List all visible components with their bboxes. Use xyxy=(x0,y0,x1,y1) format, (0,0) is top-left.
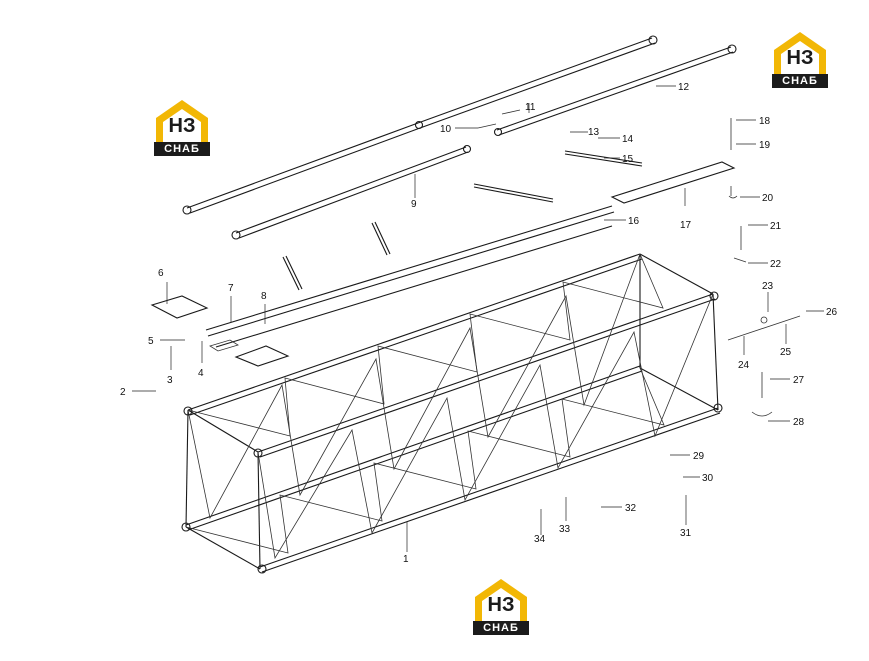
callout-23: 23 xyxy=(762,281,774,292)
callout-27: 27 xyxy=(793,375,805,386)
tie-rod-9 xyxy=(182,35,658,215)
logo-sub-text: СНАБ xyxy=(473,621,529,635)
callout-7: 7 xyxy=(228,283,234,294)
callout-8: 8 xyxy=(261,291,267,302)
callout-16: 16 xyxy=(628,216,640,227)
callout-3: 3 xyxy=(167,375,173,386)
callout-21: 21 xyxy=(770,221,782,232)
callout-20: 20 xyxy=(762,193,774,204)
callout-15: 15 xyxy=(622,154,634,165)
callout-18: 18 xyxy=(759,116,771,127)
callout-19: 19 xyxy=(759,140,771,151)
callout-33: 33 xyxy=(559,524,571,535)
house-logo-icon xyxy=(774,32,826,74)
callout-2: 2 xyxy=(120,387,126,398)
callout-17: 17 xyxy=(680,220,692,231)
callout-29: 29 xyxy=(693,451,705,462)
callout-34: 34 xyxy=(534,534,546,545)
brand-logo-top-left: НЗ СНАБ xyxy=(150,98,214,158)
callout-30: 30 xyxy=(702,473,714,484)
platform-17 xyxy=(610,161,736,204)
walkway-rail-16 xyxy=(205,205,615,348)
rod-pins-10-11 xyxy=(477,109,521,129)
pins-right xyxy=(727,118,801,417)
brand-logo-bottom: НЗ СНАБ xyxy=(469,577,533,637)
bar-parts xyxy=(282,150,643,291)
callout-12: 12 xyxy=(678,82,690,93)
house-logo-icon xyxy=(156,100,208,142)
callout-31: 31 xyxy=(680,528,692,539)
callout-22: 22 xyxy=(770,259,782,270)
lattice-section-1 xyxy=(181,253,723,574)
callout-13: 13 xyxy=(588,127,600,138)
callout-1: 1 xyxy=(403,554,409,565)
logo-sub-text: СНАБ xyxy=(154,142,210,156)
leader-lines xyxy=(132,85,824,552)
callout-24: 24 xyxy=(738,360,750,371)
logo-main-text: НЗ xyxy=(168,115,196,137)
plates-6 xyxy=(150,295,290,367)
logo-main-text: НЗ xyxy=(487,594,515,616)
callout-28: 28 xyxy=(793,417,805,428)
callout-10: 10 xyxy=(440,124,452,135)
brand-logo-top-right: НЗ СНАБ xyxy=(768,30,832,90)
callout-labels: 1 2 3 4 5 6 7 8 9 10 11 12 13 14 15 16 1… xyxy=(120,82,838,565)
callout-25: 25 xyxy=(780,347,792,358)
callout-26: 26 xyxy=(826,307,838,318)
logo-sub-text: СНАБ xyxy=(772,74,828,88)
callout-32: 32 xyxy=(625,503,637,514)
callout-14: 14 xyxy=(622,134,634,145)
house-logo-icon xyxy=(475,579,527,621)
tie-rod-12 xyxy=(231,44,737,240)
logo-main-text: НЗ xyxy=(786,47,814,69)
callout-4: 4 xyxy=(198,368,204,379)
callout-5: 5 xyxy=(148,336,154,347)
callout-11: 11 xyxy=(525,102,536,113)
callout-9: 9 xyxy=(411,199,417,210)
callout-6: 6 xyxy=(158,268,164,279)
